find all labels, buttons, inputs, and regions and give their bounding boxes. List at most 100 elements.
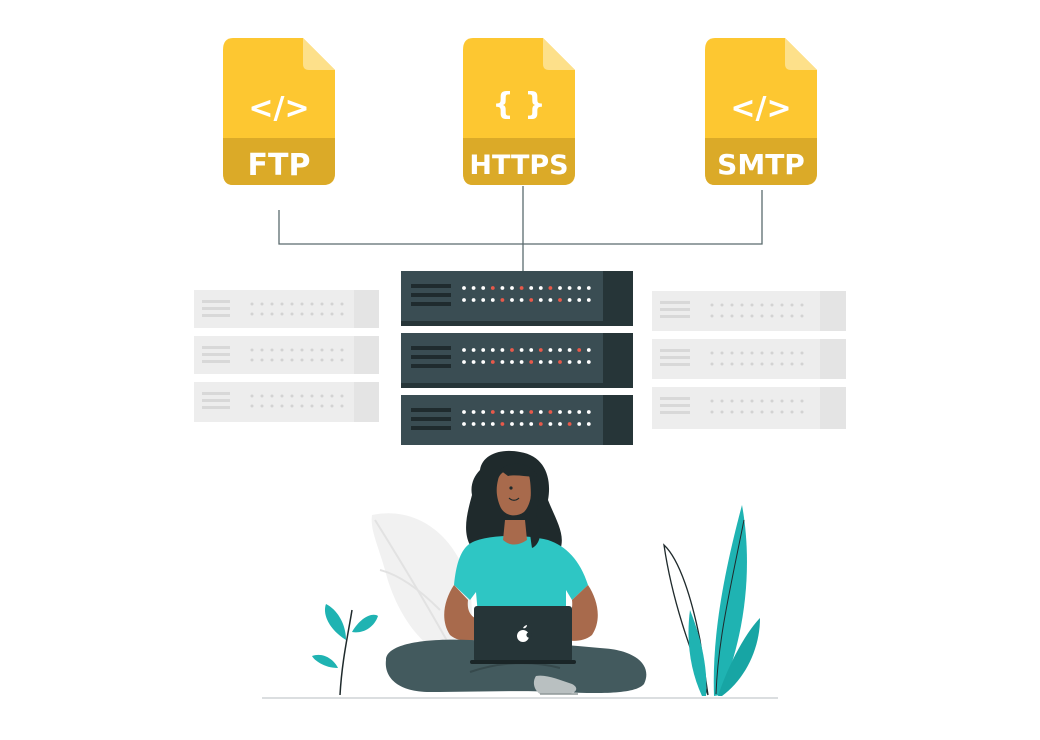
ghost-server-stack-right (652, 291, 846, 429)
server-led (577, 360, 582, 364)
server-led (519, 298, 524, 302)
server-rack-icon (401, 271, 633, 445)
server-led (529, 348, 534, 352)
server-led (490, 360, 495, 364)
server-led (471, 286, 476, 290)
server-led (577, 286, 582, 290)
server-led (529, 410, 534, 414)
server-led (577, 348, 582, 352)
server-led (462, 422, 466, 426)
server-led (490, 298, 495, 302)
server-led (586, 410, 591, 414)
server-led (519, 410, 524, 414)
connector-lines (278, 186, 763, 272)
server-led (490, 348, 495, 352)
server-led (462, 348, 466, 352)
server-led (510, 348, 514, 352)
server-led (558, 360, 562, 364)
server-led (500, 286, 505, 290)
https-file-icon: { } HTTPS (463, 38, 575, 185)
server-led (471, 360, 476, 364)
smtp-file-icon: </> SMTP (705, 38, 817, 185)
apple-logo-icon (517, 625, 532, 642)
server-led (548, 286, 553, 290)
server-led (481, 360, 486, 364)
server-led (462, 298, 466, 302)
code-glyph: { } (492, 87, 545, 122)
server-led (538, 348, 543, 352)
server-led (567, 360, 572, 364)
server-led (558, 422, 562, 426)
server-led (548, 348, 553, 352)
server-led (481, 348, 486, 352)
server-led (538, 410, 543, 414)
server-led (577, 298, 582, 302)
server-led (548, 410, 553, 414)
server-led (471, 348, 476, 352)
server-led (558, 298, 562, 302)
server-led (538, 360, 543, 364)
server-led (510, 286, 514, 290)
server-led (586, 348, 591, 352)
server-led (500, 298, 505, 302)
server-led (490, 286, 495, 290)
server-led (471, 298, 476, 302)
server-led (519, 360, 524, 364)
server-led (519, 286, 524, 290)
code-glyph: </> (248, 91, 309, 126)
server-led (519, 348, 524, 352)
server-led (462, 286, 466, 290)
server-led (481, 410, 486, 414)
server-led (471, 422, 476, 426)
server-led (490, 410, 495, 414)
server-led (567, 298, 572, 302)
protocol-label-smtp: SMTP (717, 148, 805, 181)
server-led (471, 410, 476, 414)
ftp-file-icon: </> FTP (223, 38, 335, 185)
server-led (548, 422, 553, 426)
server-led (510, 410, 514, 414)
server-led (577, 422, 582, 426)
server-led (500, 348, 505, 352)
tall-plant-right (663, 505, 760, 696)
server-led (481, 286, 486, 290)
server-led (481, 298, 486, 302)
server-led (519, 422, 524, 426)
server-led (548, 360, 553, 364)
server-led (586, 360, 591, 364)
person-illustration (385, 450, 647, 695)
ghost-server-stack-left (194, 290, 379, 422)
server-led (567, 410, 572, 414)
server-led (500, 422, 505, 426)
protocol-label-https: HTTPS (469, 150, 568, 181)
server-led (510, 298, 514, 302)
server-led (510, 360, 514, 364)
server-led (567, 286, 572, 290)
server-led (586, 298, 591, 302)
server-led (538, 422, 543, 426)
server-led (510, 422, 514, 426)
code-glyph: </> (730, 91, 791, 126)
server-led (567, 422, 572, 426)
server-led (490, 422, 495, 426)
server-led (462, 410, 466, 414)
server-led (481, 422, 486, 426)
server-led (577, 410, 582, 414)
server-led (500, 410, 505, 414)
server-led (586, 286, 591, 290)
server-led (529, 298, 534, 302)
laptop (470, 606, 576, 664)
server-led (529, 360, 534, 364)
server-led (529, 286, 534, 290)
server-led (558, 410, 562, 414)
server-led (538, 286, 543, 290)
protocol-label-ftp: FTP (248, 148, 311, 183)
server-led (529, 422, 534, 426)
small-plant-left (312, 604, 378, 696)
server-led (500, 360, 505, 364)
server-led (567, 348, 572, 352)
server-led (462, 360, 466, 364)
server-led (558, 286, 562, 290)
server-led (548, 298, 553, 302)
